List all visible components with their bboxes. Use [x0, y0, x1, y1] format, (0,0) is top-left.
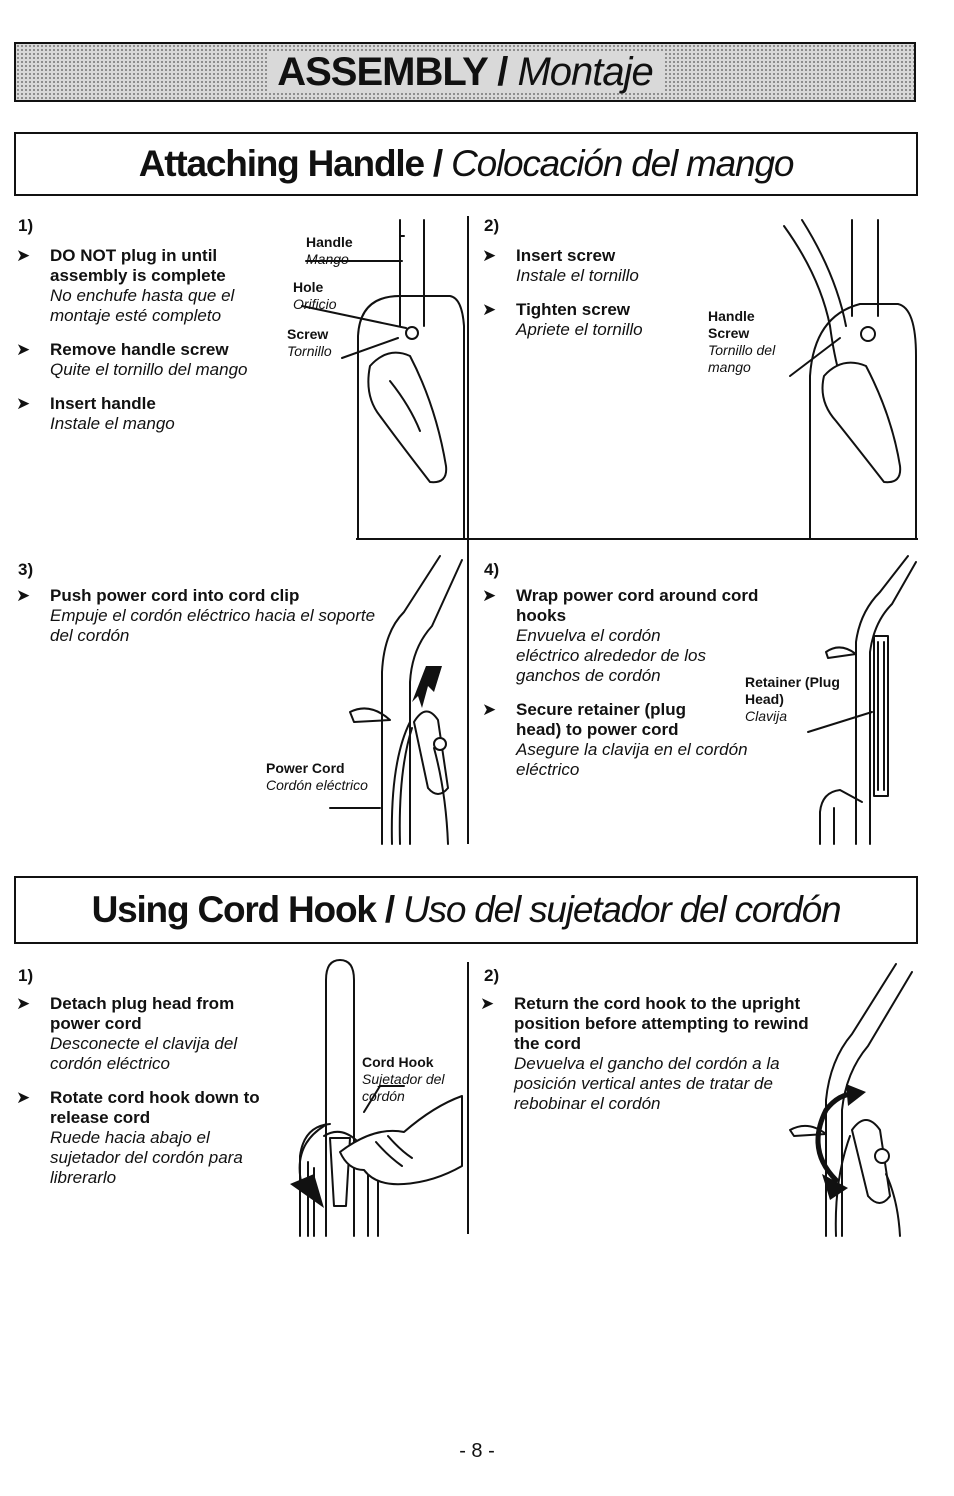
- list-item: ➤ Remove handle screw Quite el tornillo …: [16, 340, 248, 379]
- label-hole: Hole Orificio: [293, 279, 337, 312]
- label-power-cord: Power Cord Cordón eléctrico: [266, 760, 368, 793]
- handle-insert-illustration: [301, 219, 465, 539]
- bullet-arrow-icon: ➤: [482, 246, 497, 265]
- horizontal-divider: [356, 538, 918, 540]
- cordhook-step2-instructions: ➤ Return the cord hook to the upright po…: [480, 994, 810, 1128]
- list-item: ➤ Wrap power cord around cord hooks Envu…: [482, 586, 759, 685]
- bullet-arrow-icon: ➤: [482, 700, 497, 719]
- vertical-divider-top: [467, 216, 469, 844]
- step-number: 4): [484, 560, 500, 579]
- list-item: ➤ Return the cord hook to the upright po…: [480, 994, 809, 1113]
- bullet-arrow-icon: ➤: [480, 994, 495, 1013]
- label-cord-hook: Cord Hook Sujetador del cordón: [362, 1054, 445, 1104]
- cord-hook-upright-illustration: [789, 963, 913, 1237]
- step2-instructions: ➤ Insert screw Instale el tornillo ➤ Tig…: [482, 246, 692, 354]
- list-item: ➤ DO NOT plug in until assembly is compl…: [16, 246, 235, 325]
- cord-wrap-illustration: [807, 555, 917, 845]
- list-item: ➤ Insert screw Instale el tornillo: [482, 246, 639, 285]
- bullet-arrow-icon: ➤: [16, 1088, 31, 1107]
- bullet-arrow-icon: ➤: [482, 300, 497, 319]
- attaching-handle-header: Attaching Handle / Colocación del mango: [14, 132, 918, 196]
- banner-title: ASSEMBLY / Montaje: [267, 52, 663, 92]
- attaching-handle-title: Attaching Handle / Colocación del mango: [138, 143, 795, 184]
- bullet-arrow-icon: ➤: [16, 340, 31, 359]
- list-item: ➤ Insert handle Instale el mango: [16, 394, 175, 433]
- list-item: ➤ Detach plug head from power cord Desco…: [16, 994, 238, 1073]
- label-screw: Screw Tornillo: [287, 326, 332, 359]
- step-number: 3): [18, 560, 34, 579]
- label-retainer: Retainer (Plug Head) Clavija: [745, 674, 840, 724]
- list-item: ➤ Push power cord into cord clip Empuje …: [16, 586, 376, 645]
- list-item: ➤ Tighten screw Apriete el tornillo: [482, 300, 643, 339]
- using-cord-hook-title: Using Cord Hook / Uso del sujetador del …: [91, 889, 842, 930]
- step-number: 1): [18, 966, 34, 985]
- list-item: ➤ Rotate cord hook down to release cord …: [16, 1088, 260, 1187]
- cord-clip-illustration: [329, 555, 463, 845]
- step-number: 2): [484, 216, 500, 235]
- step1-instructions: ➤ DO NOT plug in until assembly is compl…: [16, 246, 278, 448]
- list-item: ➤ Secure retainer (plug head) to power c…: [482, 700, 748, 779]
- screw-tighten-illustration: [783, 219, 917, 539]
- page-number: - 8 -: [459, 1440, 495, 1462]
- bullet-arrow-icon: ➤: [16, 246, 31, 265]
- cordhook-step1-instructions: ➤ Detach plug head from power cord Desco…: [16, 994, 276, 1202]
- label-handle: Handle Mango: [306, 234, 353, 267]
- label-handle-screw: Handle Screw Tornillo del mango: [708, 308, 776, 375]
- bullet-arrow-icon: ➤: [16, 994, 31, 1013]
- step-number: 1): [18, 216, 34, 235]
- step-number: 2): [484, 966, 500, 985]
- step4-instructions: ➤ Wrap power cord around cord hooks Envu…: [482, 586, 802, 794]
- bullet-arrow-icon: ➤: [482, 586, 497, 605]
- step3-instructions: ➤ Push power cord into cord clip Empuje …: [16, 586, 376, 660]
- bullet-arrow-icon: ➤: [16, 586, 31, 605]
- bullet-arrow-icon: ➤: [16, 394, 31, 413]
- vertical-divider-bottom: [467, 962, 469, 1234]
- cord-hook-release-illustration: [290, 959, 463, 1237]
- using-cord-hook-header: Using Cord Hook / Uso del sujetador del …: [14, 876, 918, 944]
- page-banner: ASSEMBLY / Montaje: [14, 42, 916, 102]
